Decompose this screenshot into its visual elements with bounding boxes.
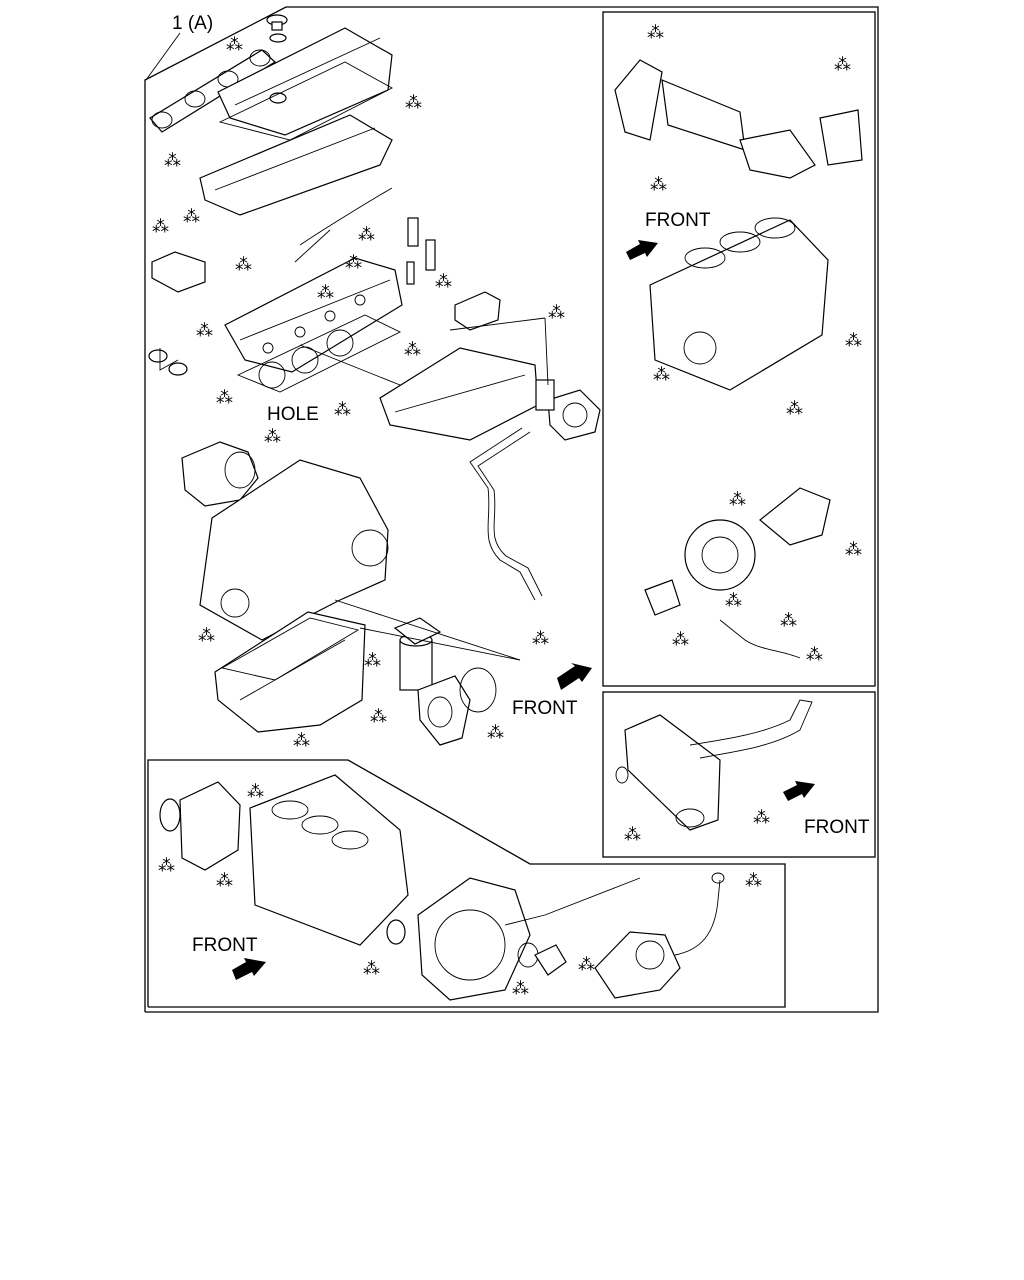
kit-marker: ⁂	[647, 23, 664, 43]
kit-marker: ⁂	[334, 400, 351, 420]
kit-marker: ⁂	[532, 629, 549, 649]
kit-marker: ⁂	[363, 959, 380, 979]
leader-lines-main	[299, 317, 549, 661]
kit-marker: ⁂	[317, 283, 334, 303]
kit-marker: ⁂	[806, 645, 823, 665]
injector-assembly	[406, 217, 436, 285]
kit-marker: ⁂	[164, 151, 181, 171]
flywheel-housing	[417, 877, 567, 1001]
front-arrow-inset-pipe	[783, 781, 815, 801]
kit-marker: ⁂	[845, 540, 862, 560]
kit-marker: ⁂	[624, 825, 641, 845]
callout-main-label: 1 (A)	[172, 13, 213, 34]
kit-marker: ⁂	[226, 35, 243, 55]
oil-level-gauge-tube	[469, 427, 543, 601]
kit-markers: ⁂ ⁂ ⁂ ⁂ ⁂ ⁂ ⁂ ⁂ ⁂ ⁂ ⁂ ⁂ ⁂ ⁂ ⁂ ⁂ ⁂ ⁂ ⁂ ⁂ …	[152, 23, 862, 999]
kit-marker: ⁂	[358, 225, 375, 245]
kit-marker: ⁂	[672, 630, 689, 650]
leader-lines-bottom	[504, 877, 641, 926]
kit-marker: ⁂	[405, 93, 422, 113]
inset-block-frame	[147, 759, 786, 1008]
cylinder-block-bottom	[249, 774, 409, 946]
kit-marker: ⁂	[364, 651, 381, 671]
kit-marker: ⁂	[216, 871, 233, 891]
label-front-inset-egr: FRONT	[645, 210, 711, 231]
kit-marker: ⁂	[404, 340, 421, 360]
egr-cooler-assembly	[614, 59, 863, 179]
kit-marker: ⁂	[578, 955, 595, 975]
label-front-main: FRONT	[512, 698, 578, 719]
head-cover-gasket	[218, 61, 393, 141]
cylinder-block-outline	[199, 459, 389, 641]
front-arrow-inset-egr	[626, 240, 658, 260]
kit-marker: ⁂	[548, 303, 565, 323]
cylinder-head	[224, 257, 403, 373]
label-front-inset-block: FRONT	[192, 935, 258, 956]
label-front-inset-pipe: FRONT	[804, 817, 870, 838]
kit-marker: ⁂	[487, 723, 504, 743]
timing-case-cover	[159, 781, 241, 871]
fuel-injection-pipe	[294, 187, 393, 263]
kit-marker: ⁂	[653, 365, 670, 385]
kit-marker: ⁂	[216, 388, 233, 408]
kit-marker: ⁂	[780, 611, 797, 631]
inset-pipe-frame	[602, 691, 876, 858]
kit-marker: ⁂	[753, 808, 770, 828]
egr-pipe-assembly	[615, 699, 813, 831]
kit-marker: ⁂	[264, 427, 281, 447]
kit-marker: ⁂	[196, 321, 213, 341]
egr-valve	[454, 291, 501, 331]
kit-marker: ⁂	[745, 871, 762, 891]
kit-marker: ⁂	[247, 782, 264, 802]
main-frame-outline	[144, 6, 879, 1013]
intake-manifold-gasket	[149, 49, 276, 133]
kit-marker: ⁂	[370, 707, 387, 727]
kit-marker: ⁂	[345, 253, 362, 273]
kit-marker: ⁂	[293, 731, 310, 751]
kit-marker: ⁂	[152, 217, 169, 237]
kit-marker: ⁂	[650, 175, 667, 195]
front-arrow-inset-block	[232, 958, 266, 980]
oil-filter	[393, 617, 442, 691]
oil-pan	[214, 611, 366, 733]
oil-cooler	[417, 667, 497, 746]
front-arrow-main	[557, 663, 592, 690]
throttle-body	[535, 379, 601, 441]
kit-marker: ⁂	[183, 207, 200, 227]
oil-filler-cap	[266, 14, 288, 43]
turbocharger	[644, 487, 831, 659]
kit-marker: ⁂	[235, 255, 252, 275]
inset-egr-frame	[602, 11, 876, 687]
rocker-carrier	[199, 114, 393, 216]
vacuum-pump-bottom	[594, 872, 725, 999]
water-outlet	[148, 251, 206, 376]
cylinder-block-inset	[649, 217, 829, 391]
kit-marker: ⁂	[435, 272, 452, 292]
kit-marker: ⁂	[786, 399, 803, 419]
callout-leader	[145, 32, 181, 81]
intake-manifold	[379, 347, 539, 441]
kit-marker: ⁂	[512, 979, 529, 999]
kit-marker: ⁂	[845, 331, 862, 351]
vacuum-pump-left	[181, 441, 259, 507]
label-hole: HOLE	[267, 404, 319, 425]
kit-marker: ⁂	[198, 626, 215, 646]
kit-marker: ⁂	[834, 55, 851, 75]
kit-marker: ⁂	[729, 490, 746, 510]
kit-marker: ⁂	[725, 591, 742, 611]
kit-marker: ⁂	[158, 856, 175, 876]
